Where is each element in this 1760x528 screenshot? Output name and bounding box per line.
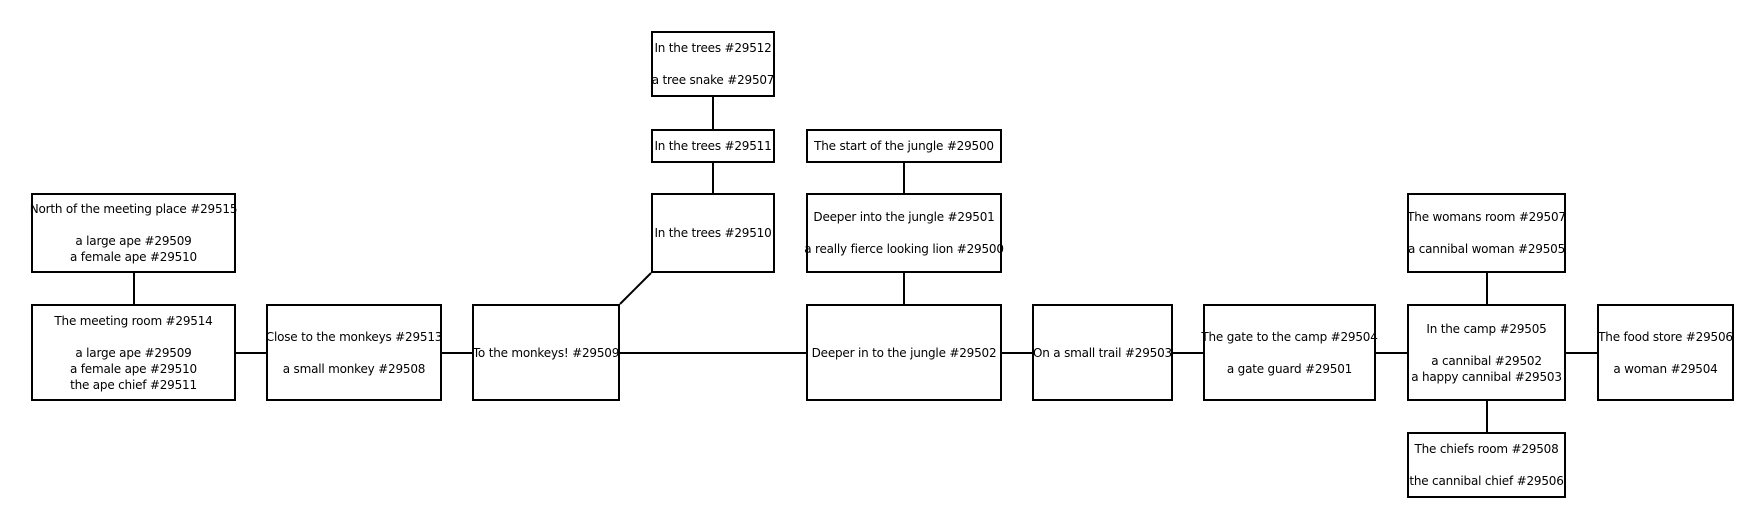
room-mob: a really fierce looking lion #29500 <box>804 242 1004 256</box>
room-mob: the cannibal chief #29506 <box>1409 474 1564 488</box>
room-mob: a cannibal #29502 <box>1431 353 1542 368</box>
room-title: The chiefs room #29508 <box>1414 442 1559 456</box>
room-north-of-meeting-place[interactable]: North of the meeting place #29515 a large… <box>29 193 238 273</box>
room-title: Close to the monkeys #29513 <box>265 329 443 344</box>
room-mob: a happy cannibal #29503 <box>1411 369 1562 384</box>
room-mob: a female ape #29510 <box>70 250 197 264</box>
room-title: The food store #29506 <box>1598 329 1733 344</box>
room-title: In the trees #29510 <box>654 226 772 240</box>
room-in-the-trees-29512[interactable]: In the trees #29512 a tree snake #29507 <box>651 31 775 97</box>
room-mob: a large ape #29509 <box>75 234 192 248</box>
room-on-a-small-trail[interactable]: On a small trail #29503 <box>1032 304 1173 401</box>
room-in-the-trees-29511[interactable]: In the trees #29511 <box>651 129 775 163</box>
room-mob: a tree snake #29507 <box>651 73 775 87</box>
room-title: To the monkeys! #29509 <box>472 345 620 360</box>
room-gate-to-the-camp[interactable]: The gate to the camp #29504 a gate guard … <box>1201 304 1378 401</box>
room-title: The start of the jungle #29500 <box>814 139 994 153</box>
room-chiefs-room[interactable]: The chiefs room #29508 the cannibal chief… <box>1407 432 1566 498</box>
room-title: The womans room #29507 <box>1407 210 1566 224</box>
room-title: On a small trail #29503 <box>1033 345 1172 360</box>
room-mob: a woman #29504 <box>1613 361 1718 376</box>
room-in-the-trees-29510[interactable]: In the trees #29510 <box>651 193 775 273</box>
room-deeper-in-to-the-jungle[interactable]: Deeper in to the jungle #29502 <box>806 304 1002 401</box>
room-mob: a small monkey #29508 <box>282 361 426 376</box>
room-title: The meeting room #29514 <box>54 313 213 328</box>
room-title: The gate to the camp #29504 <box>1201 329 1378 344</box>
room-deeper-into-the-jungle[interactable]: Deeper into the jungle #29501 a really fi… <box>804 193 1004 273</box>
room-womans-room[interactable]: The womans room #29507 a cannibal woman #… <box>1407 193 1566 273</box>
room-title: In the trees #29511 <box>654 139 772 153</box>
room-mob: a female ape #29510 <box>70 361 197 376</box>
room-meeting-room[interactable]: The meeting room #29514 a large ape #2950… <box>31 304 236 401</box>
room-mob: the ape chief #29511 <box>70 377 197 392</box>
room-mob: a cannibal woman #29505 <box>1407 242 1566 256</box>
link-r29510-r29509 <box>619 272 652 305</box>
room-to-the-monkeys[interactable]: To the monkeys! #29509 <box>472 304 620 401</box>
room-close-to-the-monkeys[interactable]: Close to the monkeys #29513 a small monke… <box>266 304 442 401</box>
room-title: In the trees #29512 <box>654 41 772 55</box>
room-mob: a large ape #29509 <box>75 345 192 360</box>
room-start-of-the-jungle[interactable]: The start of the jungle #29500 <box>806 129 1002 163</box>
room-title: In the camp #29505 <box>1426 321 1547 336</box>
room-title: Deeper in to the jungle #29502 <box>811 345 997 360</box>
room-title: North of the meeting place #29515 <box>29 202 238 216</box>
room-title: Deeper into the jungle #29501 <box>813 210 995 224</box>
room-mob: a gate guard #29501 <box>1226 361 1353 376</box>
room-food-store[interactable]: The food store #29506 a woman #29504 <box>1597 304 1734 401</box>
